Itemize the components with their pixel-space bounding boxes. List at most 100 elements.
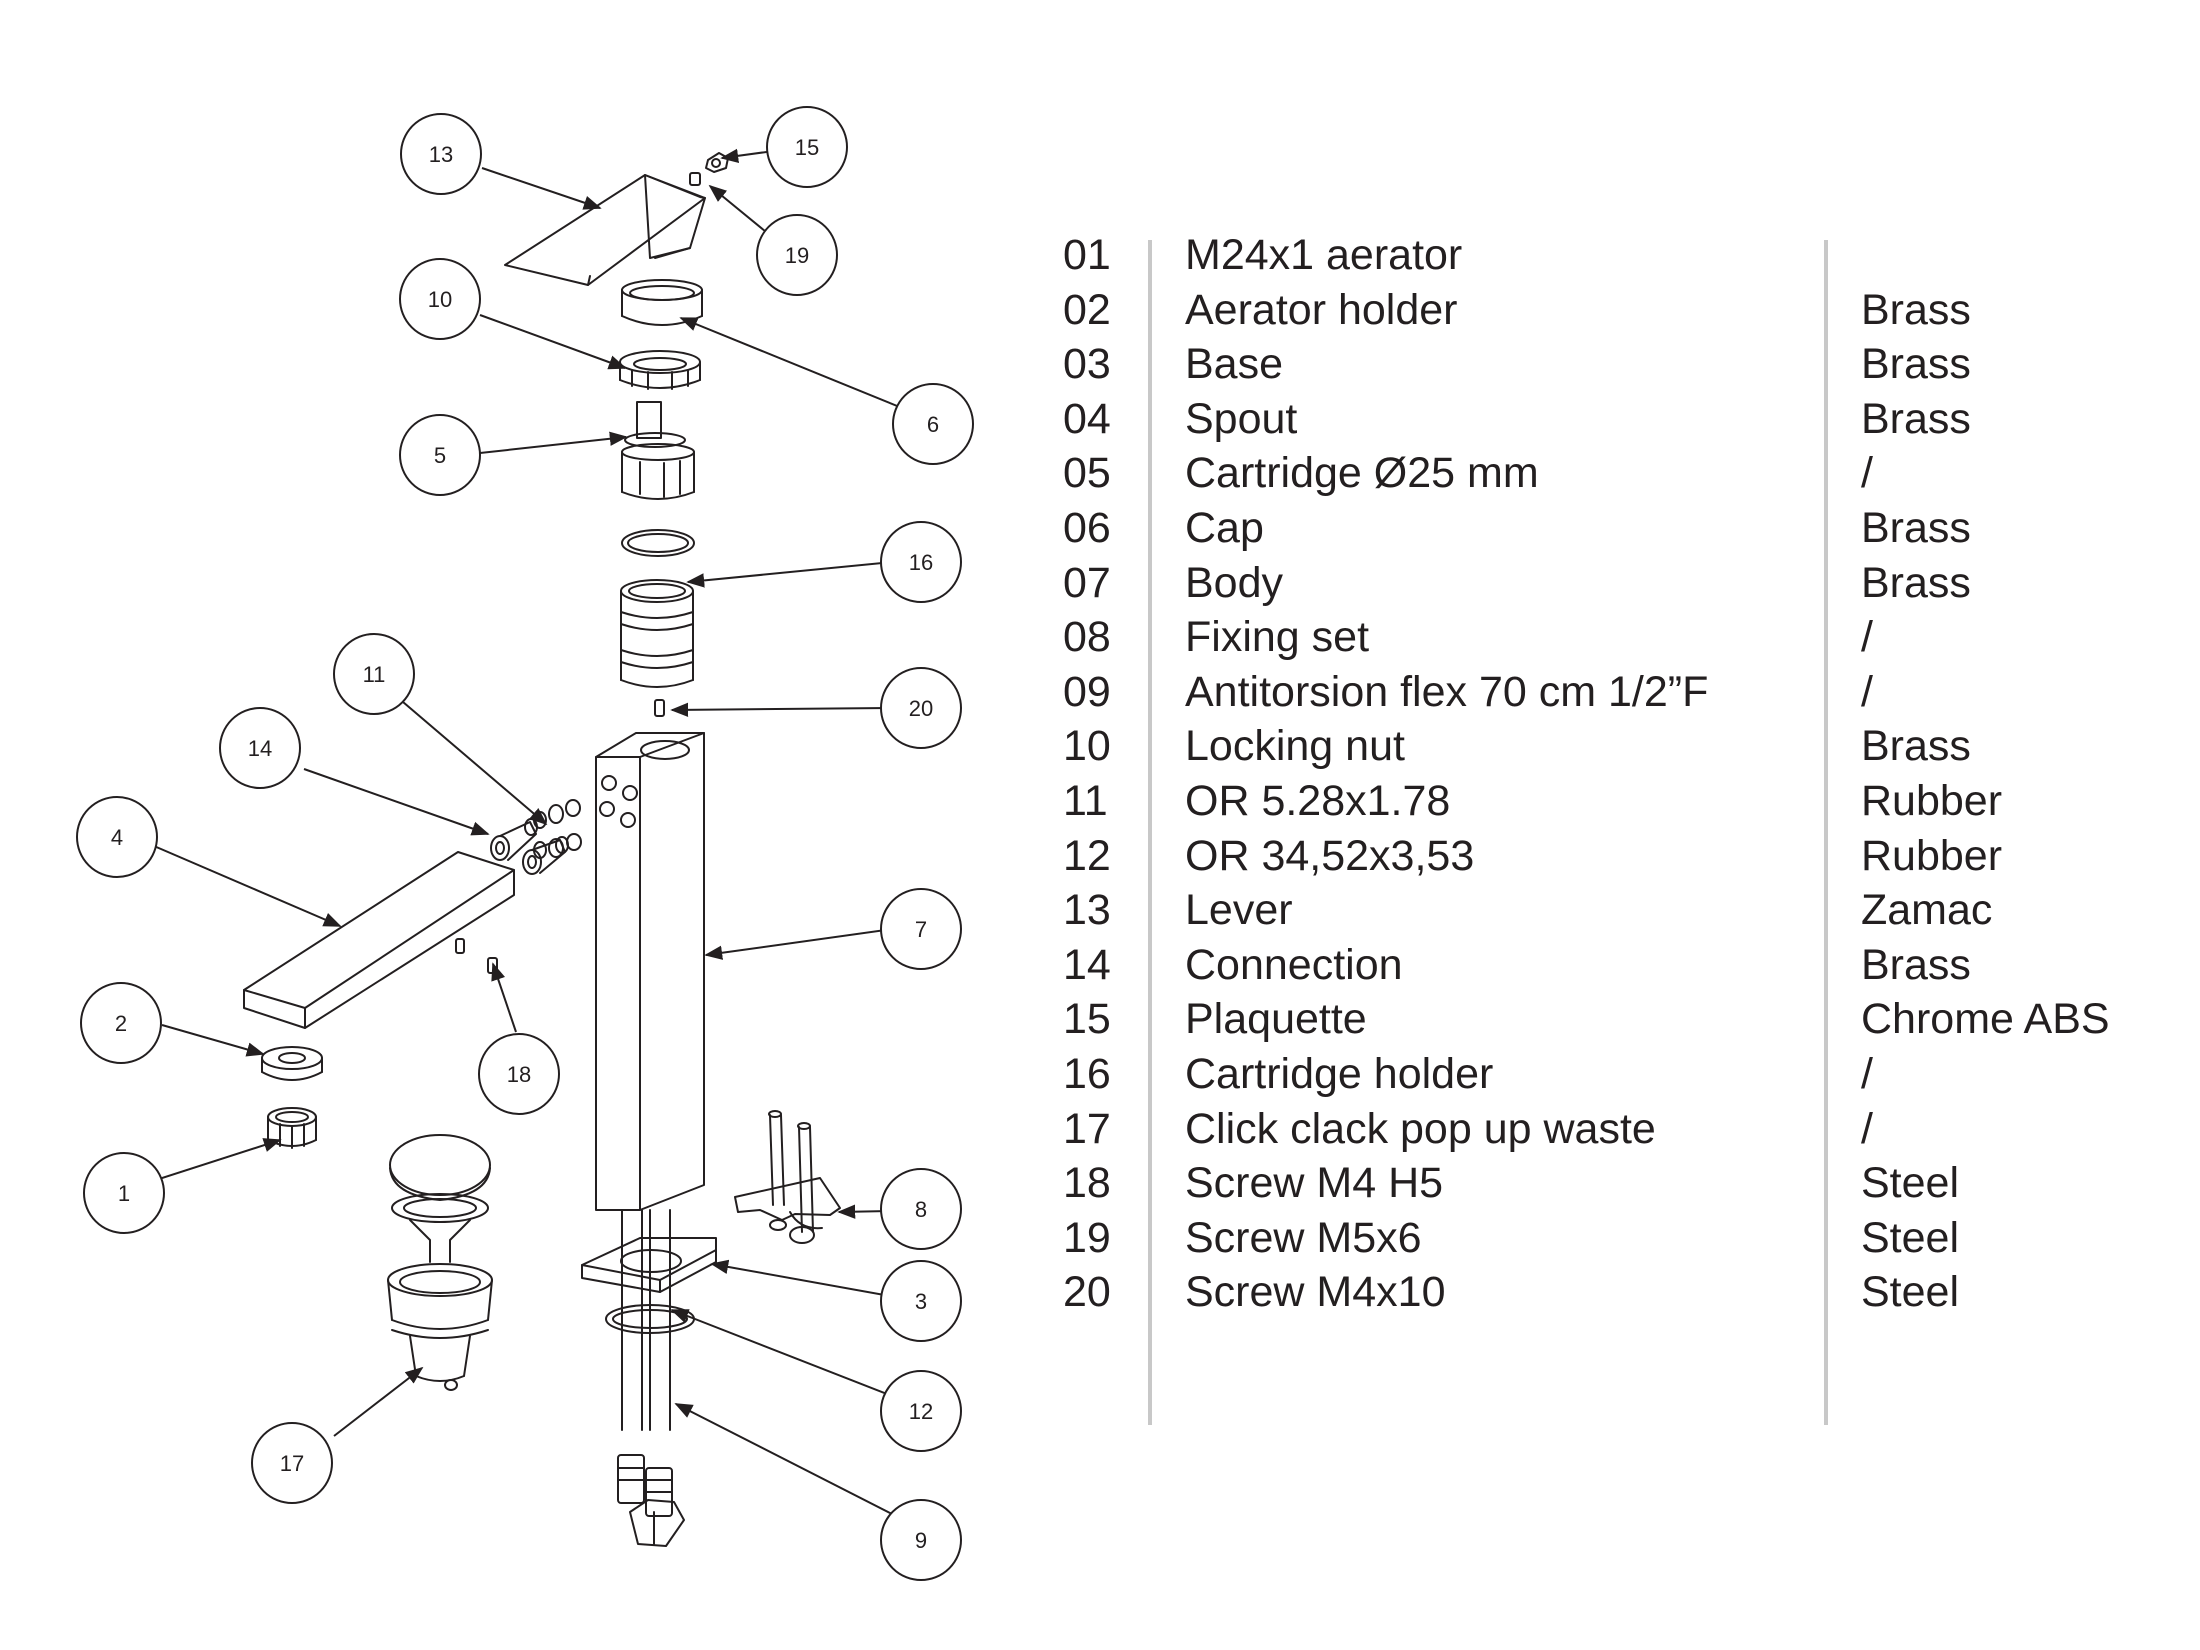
part-material: Brass (1861, 340, 1971, 389)
callout-number: 3 (915, 1289, 927, 1314)
callout-17: 17 (251, 1422, 333, 1504)
callout-18: 18 (478, 1033, 560, 1115)
callout-13: 13 (400, 113, 482, 195)
part-number: 05 (1063, 449, 1111, 498)
part-description: Screw M4 H5 (1185, 1159, 1444, 1208)
part-antitorsion-flex (617, 1209, 685, 1547)
callout-number: 18 (507, 1062, 531, 1087)
callout-16: 16 (880, 521, 962, 603)
part-number: 15 (1063, 995, 1111, 1044)
part-description: Lever (1185, 886, 1293, 935)
part-material: Chrome ABS (1861, 995, 2110, 1044)
callout-12: 12 (880, 1370, 962, 1452)
part-o-ring-upper (621, 529, 695, 557)
part-connections (490, 799, 582, 875)
callout-5: 5 (399, 414, 481, 496)
table-divider-right (1824, 240, 1828, 1425)
part-description: Cartridge Ø25 mm (1185, 449, 1539, 498)
part-material: Brass (1861, 503, 1971, 552)
callout-number: 8 (915, 1197, 927, 1222)
part-material: / (1861, 449, 1873, 498)
part-material: Rubber (1861, 776, 2003, 825)
callout-number: 6 (927, 412, 939, 437)
callout-1: 1 (83, 1152, 165, 1234)
part-description: Fixing set (1185, 613, 1370, 662)
part-material: Steel (1861, 1268, 1960, 1317)
part-screw-m4x10 (654, 699, 665, 717)
part-number: 07 (1063, 558, 1111, 607)
part-screw-m4-h5 (455, 938, 498, 974)
part-locking-nut (619, 350, 701, 390)
part-material: Brass (1861, 722, 1971, 771)
part-number: 10 (1063, 722, 1111, 771)
part-screw-m5x6 (689, 172, 701, 186)
part-material: Steel (1861, 1213, 1960, 1262)
callout-2: 2 (80, 982, 162, 1064)
part-material: Zamac (1861, 886, 1993, 935)
part-description: Base (1185, 340, 1284, 389)
callout-11: 11 (333, 633, 415, 715)
part-pop-up-waste (387, 1134, 493, 1391)
callout-number: 16 (909, 550, 933, 575)
part-material: Brass (1861, 285, 1971, 334)
callout-number: 11 (363, 662, 386, 687)
callout-15: 15 (766, 106, 848, 188)
part-description: Click clack pop up waste (1185, 1104, 1656, 1153)
part-number: 08 (1063, 613, 1111, 662)
part-description: Locking nut (1185, 722, 1405, 771)
part-fixing-set (734, 1110, 841, 1244)
part-material: / (1861, 667, 1873, 716)
callout-number: 7 (915, 917, 927, 942)
part-aerator (267, 1107, 317, 1149)
part-cap (621, 279, 703, 326)
callout-4: 4 (76, 796, 158, 878)
part-lever (504, 174, 706, 286)
callout-number: 17 (280, 1451, 304, 1476)
part-number: 13 (1063, 886, 1111, 935)
part-description: Aerator holder (1185, 285, 1458, 334)
part-number: 17 (1063, 1104, 1111, 1153)
part-number: 01 (1063, 231, 1111, 279)
callout-number: 5 (434, 443, 446, 468)
part-description: Cartridge holder (1185, 1049, 1494, 1098)
part-description: Spout (1185, 394, 1298, 443)
leader-lines (124, 148, 908, 1517)
part-number: 19 (1063, 1213, 1111, 1262)
callout-19: 19 (756, 214, 838, 296)
callout-number: 10 (428, 287, 452, 312)
callout-number: 20 (909, 696, 933, 721)
part-material: Brass (1861, 394, 1971, 443)
callout-number: 1 (118, 1181, 130, 1206)
part-number: 18 (1063, 1159, 1111, 1208)
callout-number: 14 (248, 736, 272, 761)
part-description: Connection (1185, 940, 1403, 989)
part-number: 06 (1063, 503, 1111, 552)
part-description: M24x1 aerator (1185, 231, 1463, 279)
part-number: 03 (1063, 340, 1111, 389)
callout-9: 9 (880, 1499, 962, 1581)
table-divider-left (1148, 240, 1152, 1425)
part-material: Rubber (1861, 831, 2003, 880)
part-number: 16 (1063, 1049, 1111, 1098)
part-description: OR 34,52x3,53 (1185, 831, 1475, 880)
part-material: / (1861, 1049, 1873, 1098)
callout-8: 8 (880, 1168, 962, 1250)
part-plaquette (705, 152, 729, 173)
part-number: 12 (1063, 831, 1111, 880)
part-description: Screw M4x10 (1185, 1268, 1446, 1317)
part-number: 04 (1063, 394, 1111, 443)
part-description: Screw M5x6 (1185, 1213, 1422, 1262)
part-material: Brass (1861, 558, 1971, 607)
part-number: 20 (1063, 1268, 1111, 1317)
part-description: Plaquette (1185, 995, 1367, 1044)
part-body (595, 732, 705, 1211)
part-cartridge (621, 401, 695, 500)
callout-7: 7 (880, 888, 962, 970)
part-material: Brass (1861, 940, 1971, 989)
part-number: 02 (1063, 285, 1111, 334)
part-description: Cap (1185, 503, 1264, 552)
part-material: / (1861, 613, 1873, 662)
callout-number: 12 (909, 1399, 933, 1424)
part-number: 09 (1063, 667, 1111, 716)
